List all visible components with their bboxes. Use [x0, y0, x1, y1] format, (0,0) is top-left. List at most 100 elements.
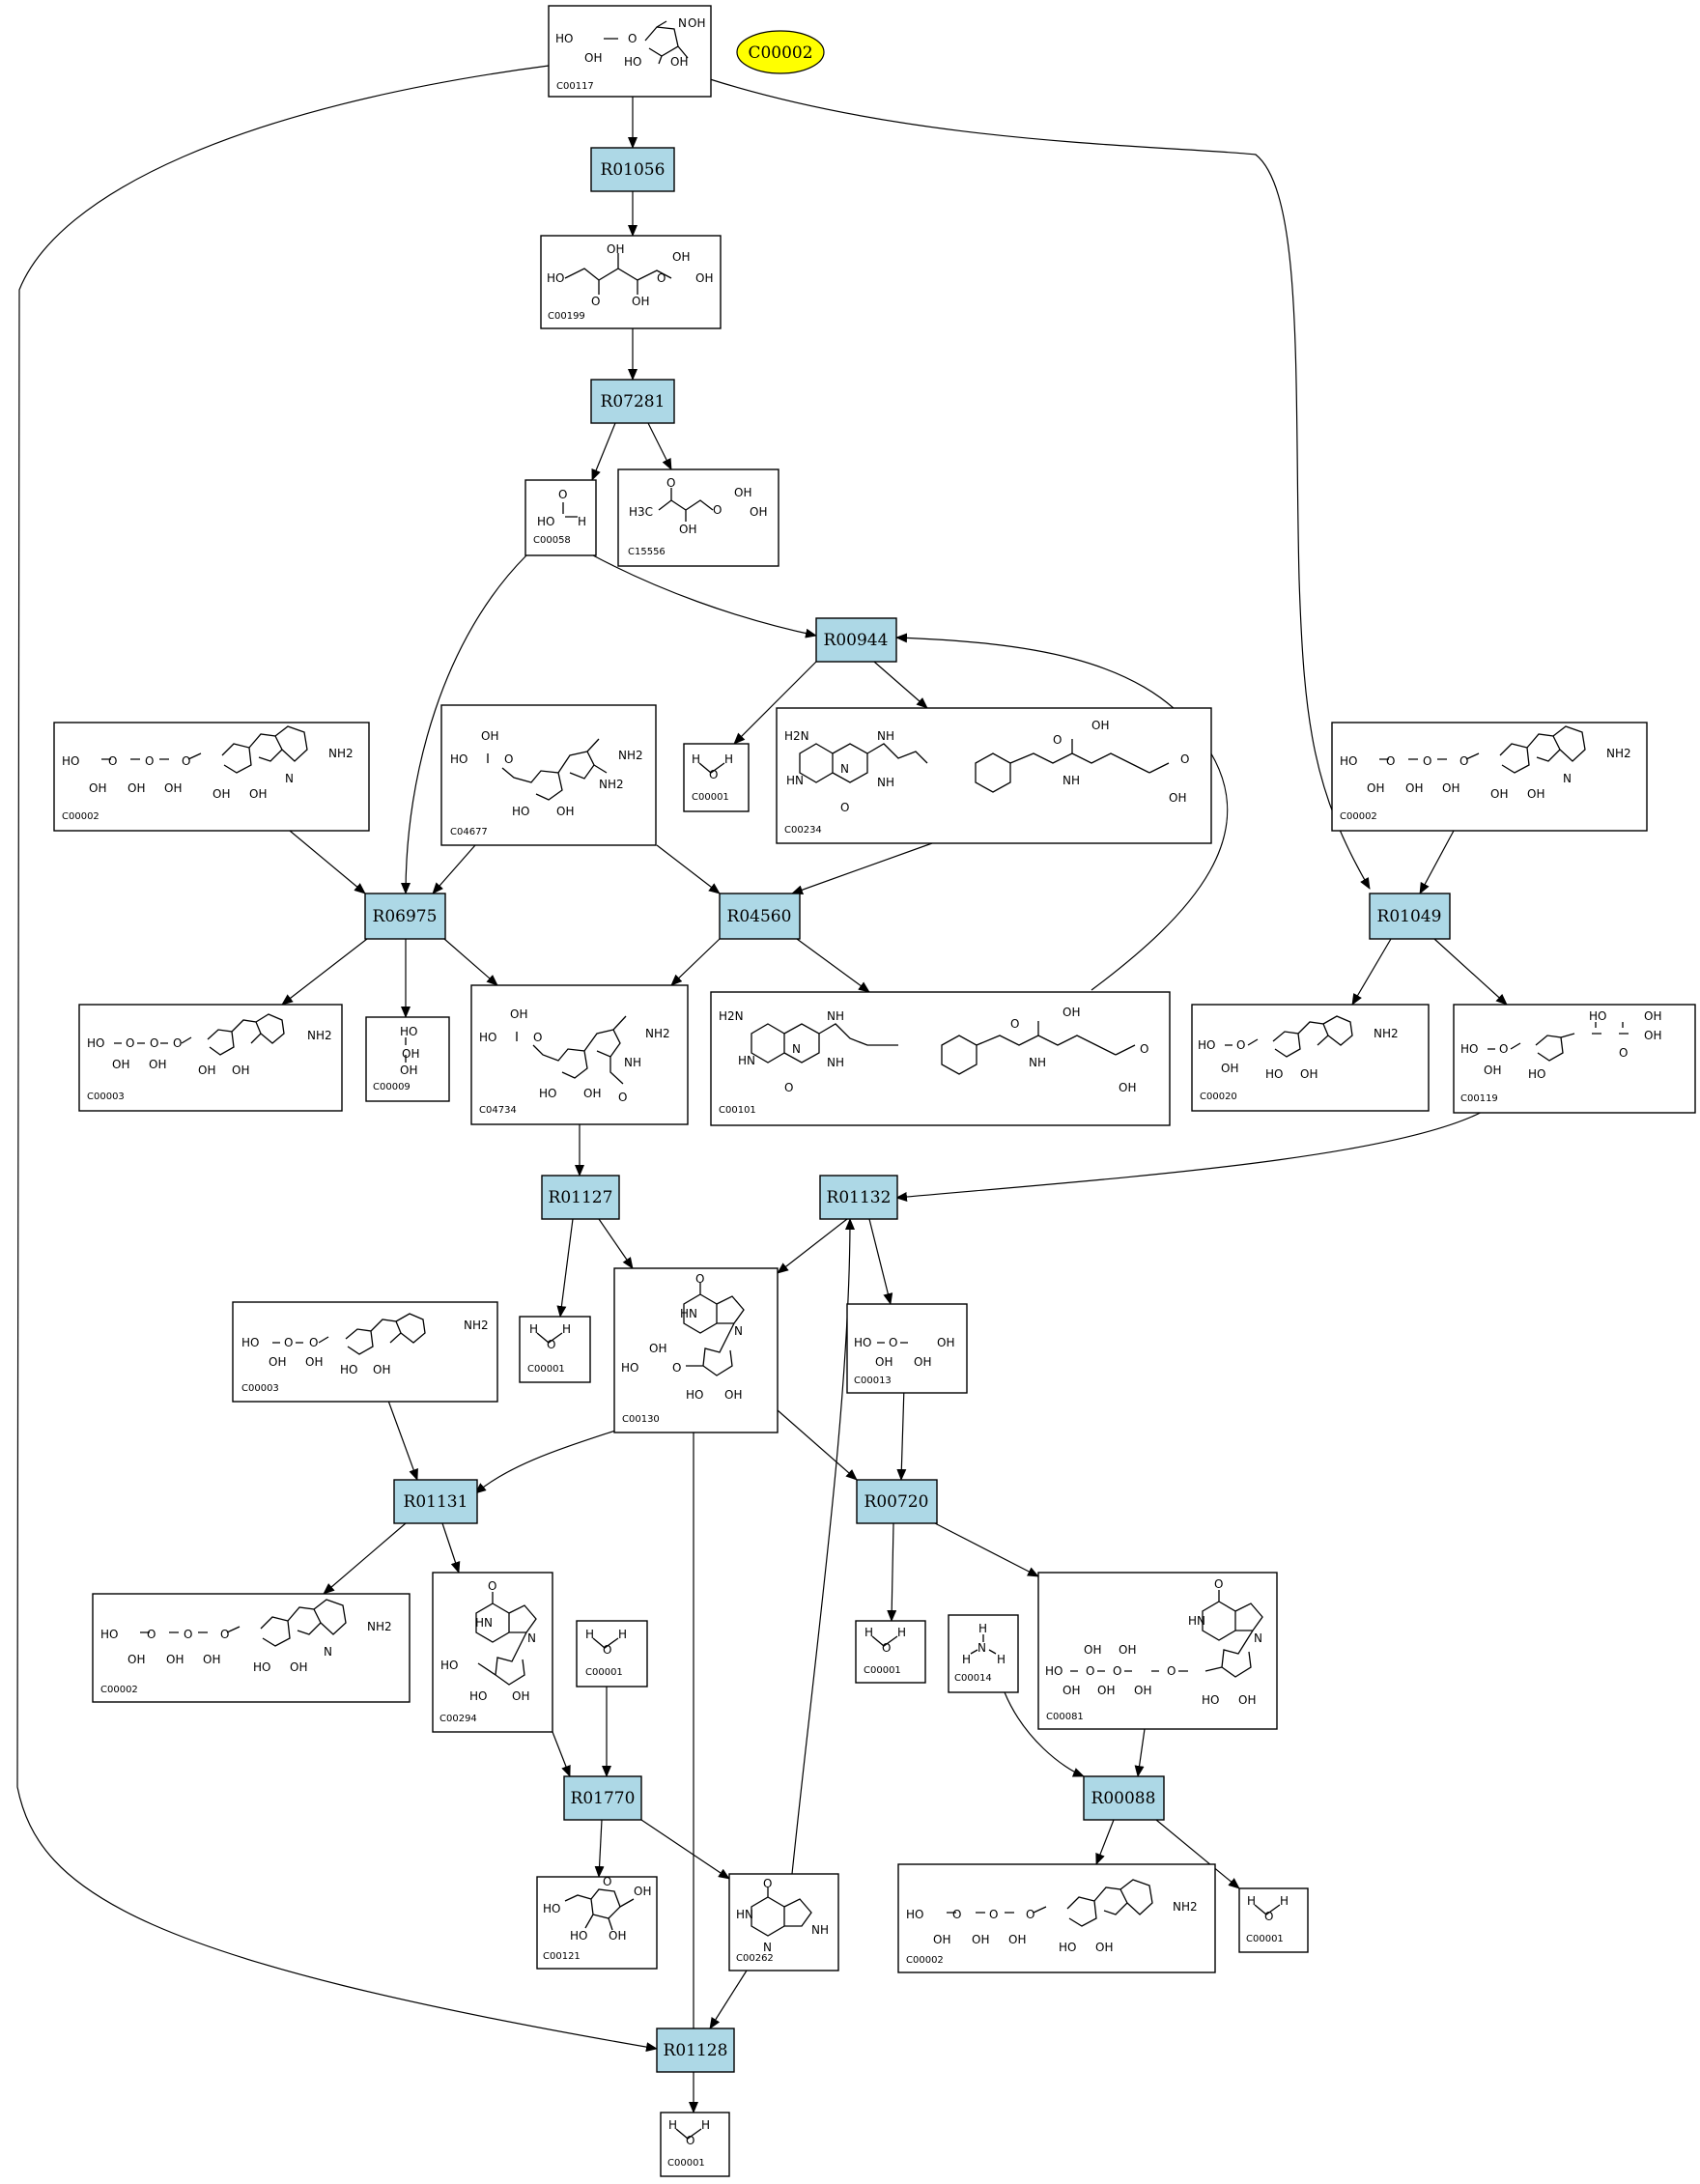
- atom-label: O: [533, 1031, 542, 1044]
- compound-id: C00130: [622, 1414, 660, 1425]
- atom-label: NH: [811, 1923, 829, 1937]
- reaction-node[interactable]: R00088: [1083, 1775, 1165, 1821]
- reaction-node[interactable]: R01056: [590, 147, 675, 192]
- atom-label: HO: [440, 1659, 458, 1672]
- atom-label: O: [108, 754, 117, 768]
- atom-label: HN: [736, 1908, 753, 1921]
- atom-label: OH: [510, 1007, 527, 1021]
- compound-node-c00119[interactable]: HO O OH HO OH OH O HO C00119: [1453, 1004, 1696, 1114]
- atom-label: OH: [1442, 781, 1459, 795]
- compound-node-c00001[interactable]: H O H C00001: [1238, 1887, 1309, 1953]
- compound-node-c00001[interactable]: H O H C00001: [519, 1316, 591, 1383]
- atom-label: OH: [481, 729, 498, 743]
- atom-label: O: [628, 32, 637, 45]
- atom-label: HO: [537, 515, 554, 528]
- atom-label: H: [897, 1626, 906, 1639]
- atom-label: OH: [400, 1064, 417, 1077]
- compound-node-c00101[interactable]: H2N N NH HN NH O O OH NH O OH C00101: [710, 991, 1171, 1126]
- compound-node-c00020[interactable]: HO O OH NH2 HO OH C00020: [1191, 1004, 1430, 1112]
- atom-label: O: [488, 1579, 496, 1593]
- compound-node-c00199[interactable]: OH HO O OH O OH OH C00199: [540, 235, 722, 329]
- compound-node-c00013[interactable]: HO O OH OH OH C00013: [846, 1303, 968, 1394]
- compound-node-c00262[interactable]: O HN N NH C00262: [728, 1873, 839, 1971]
- atom-label: H: [864, 1626, 873, 1639]
- atom-label: O: [1264, 1910, 1273, 1923]
- compound-node-c00058[interactable]: O HO H C00058: [524, 479, 597, 556]
- edge: [1004, 1691, 1085, 1777]
- atom-label: HO: [469, 1689, 487, 1703]
- compound-node-c00014[interactable]: H N H H C00014: [948, 1614, 1019, 1693]
- reaction-node[interactable]: R01049: [1369, 893, 1451, 940]
- edge: [733, 661, 817, 745]
- reaction-node[interactable]: R00720: [856, 1479, 938, 1524]
- atom-label: HO: [624, 55, 641, 69]
- reaction-node[interactable]: R01128: [656, 2028, 735, 2073]
- atom-label: O: [1236, 1038, 1245, 1052]
- atom-label: N: [1254, 1631, 1262, 1645]
- reaction-node[interactable]: R01770: [563, 1775, 642, 1821]
- compound-node-c00003[interactable]: HO O O O OH OH NH2 OH OH C00003: [78, 1004, 343, 1112]
- compound-node-c00002[interactable]: HO O O O OH OH OH NH2 N OH OH C00002: [53, 722, 370, 832]
- compound-node-c04677[interactable]: OH HO O NH2 NH2 HO OH C04677: [440, 704, 657, 846]
- reaction-node[interactable]: R01131: [393, 1479, 478, 1524]
- compound-node-c00121[interactable]: HO O OH HO OH C00121: [536, 1875, 658, 1970]
- reaction-node[interactable]: R01127: [541, 1175, 620, 1220]
- atom-label: OH: [914, 1355, 931, 1369]
- compound-id: C00014: [954, 1673, 992, 1684]
- atom-label: OH: [1484, 1064, 1501, 1077]
- reaction-node[interactable]: R07281: [590, 379, 675, 424]
- compound-node-c00001[interactable]: H O H C00001: [683, 743, 750, 812]
- compound-node-c00003[interactable]: HO O O OH OH NH2 HO OH C00003: [232, 1301, 498, 1403]
- atom-label: O: [1113, 1664, 1121, 1678]
- atom-label: N: [734, 1324, 743, 1338]
- atom-label: O: [558, 488, 567, 501]
- atom-label: OH: [373, 1363, 390, 1376]
- compound-node-c00081[interactable]: O HN N OH OH HO O O O OH OH OH HO OH C00…: [1037, 1572, 1278, 1730]
- reaction-node[interactable]: R01132: [819, 1175, 898, 1220]
- compound-node-c00001[interactable]: H O H C00001: [855, 1620, 926, 1684]
- edge: [791, 1218, 855, 1875]
- start-node[interactable]: C00002: [736, 30, 825, 74]
- compound-node-c15556[interactable]: O OH H3C OH O OH C15556: [617, 468, 779, 567]
- atom-label: O: [882, 1641, 891, 1655]
- reaction-node[interactable]: R04560: [719, 893, 801, 940]
- compound-node-c00117[interactable]: HO O OH N OH HO OH C00117: [548, 5, 712, 98]
- atom-label: OH: [512, 1689, 529, 1703]
- atom-label: OH: [1062, 1006, 1080, 1019]
- atom-label: OH: [166, 1653, 184, 1666]
- compound-id: C00020: [1200, 1092, 1237, 1102]
- atom-label: OH: [1490, 787, 1508, 801]
- atom-label: OH: [583, 1087, 601, 1100]
- atom-label: NH2: [1173, 1900, 1198, 1914]
- atom-label: OH: [1119, 1081, 1136, 1094]
- atom-label: HO: [241, 1336, 259, 1349]
- edge: [592, 554, 817, 638]
- reaction-node[interactable]: R00944: [815, 617, 897, 663]
- compound-node-c00002[interactable]: HO O O O OH OH OH NH2 N HO OH C00002: [92, 1593, 411, 1703]
- atom-label: NH2: [367, 1620, 392, 1633]
- atom-label: H: [978, 1622, 987, 1635]
- atom-label: OH: [1097, 1684, 1115, 1697]
- atom-label: OH: [1644, 1029, 1661, 1042]
- atom-label: OH: [972, 1933, 989, 1946]
- atom-label: OH: [933, 1933, 950, 1946]
- atom-label: OH: [1095, 1941, 1113, 1954]
- compound-node-c00294[interactable]: O HN N HO HO OH C00294: [432, 1572, 553, 1733]
- compound-node-c00001[interactable]: H O H C00001: [576, 1620, 648, 1688]
- atom-label: O: [1459, 754, 1468, 768]
- atom-label: OH: [1405, 781, 1423, 795]
- compound-node-c00002[interactable]: HO O O O OH OH OH NH2 HO OH C00002: [897, 1863, 1216, 1973]
- compound-id: C00001: [667, 2158, 705, 2169]
- compound-node-c04734[interactable]: OH HO O NH2 NH O HO OH C04734: [470, 984, 689, 1125]
- compound-node-c00234[interactable]: H2N N NH HN NH O O OH NH O OH C00234: [776, 707, 1212, 844]
- compound-node-c00002[interactable]: HO O O O OH OH OH NH2 N OH OH C00002: [1331, 722, 1648, 832]
- atom-label: OH: [688, 16, 705, 30]
- atom-label: H: [578, 515, 586, 528]
- compound-node-c00130[interactable]: O HN N OH HO O HO OH C00130: [613, 1267, 779, 1433]
- reaction-label: R01132: [827, 1188, 892, 1207]
- atom-label: NH2: [307, 1029, 332, 1042]
- compound-node-c00009[interactable]: HO OH OH C00009: [365, 1016, 450, 1102]
- reaction-node[interactable]: R06975: [364, 893, 446, 940]
- atom-label: O: [657, 271, 666, 285]
- compound-node-c00001[interactable]: H O H C00001: [660, 2112, 730, 2177]
